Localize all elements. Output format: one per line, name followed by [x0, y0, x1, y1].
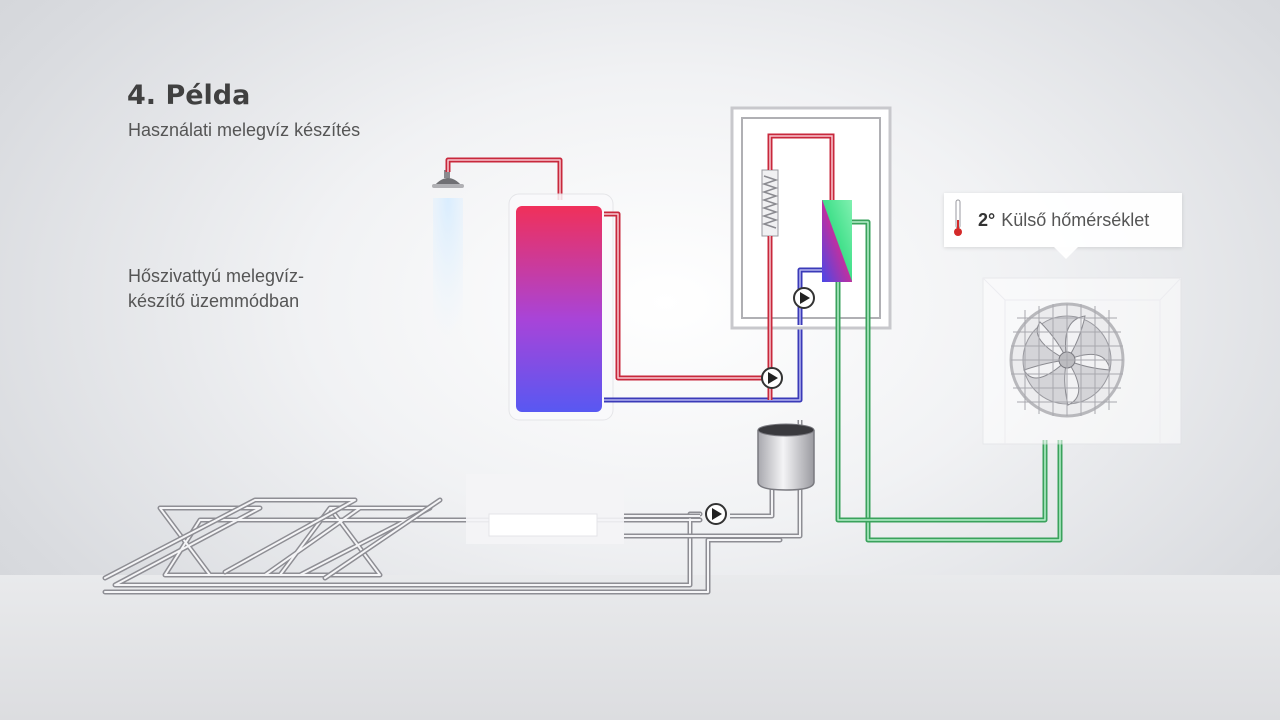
operating-mode-line-2: készítő üzemmódban — [128, 291, 300, 311]
operating-mode-line-1: Hőszivattyú melegvíz- — [128, 266, 305, 286]
radiator-unit — [466, 474, 624, 544]
circulation-pump-icon — [705, 503, 727, 525]
shower-head-icon — [432, 170, 464, 343]
circulation-pump-icon — [793, 287, 815, 309]
page-subtitle: Használati melegvíz készítés — [128, 120, 361, 140]
fan-icon — [1009, 302, 1125, 418]
operating-mode-text: Hőszivattyú melegvíz- készítő üzemmódban — [128, 264, 304, 314]
thermometer-icon — [952, 198, 964, 243]
floor-heating-loops — [102, 497, 783, 595]
page-title: 4. Példa — [127, 80, 251, 111]
outdoor-temperature-callout: 2° Külső hőmérséklet — [944, 193, 1182, 259]
buffer-tank — [757, 423, 815, 491]
outdoor-unit — [982, 277, 1182, 445]
circulation-pump-icon — [761, 367, 783, 389]
hot-water-pipe — [445, 157, 563, 200]
hot-water-tank — [508, 193, 803, 421]
floor — [0, 575, 1280, 720]
outdoor-temperature-value: 2° — [978, 209, 996, 230]
outdoor-temperature-label: Külső hőmérséklet — [1001, 209, 1150, 230]
